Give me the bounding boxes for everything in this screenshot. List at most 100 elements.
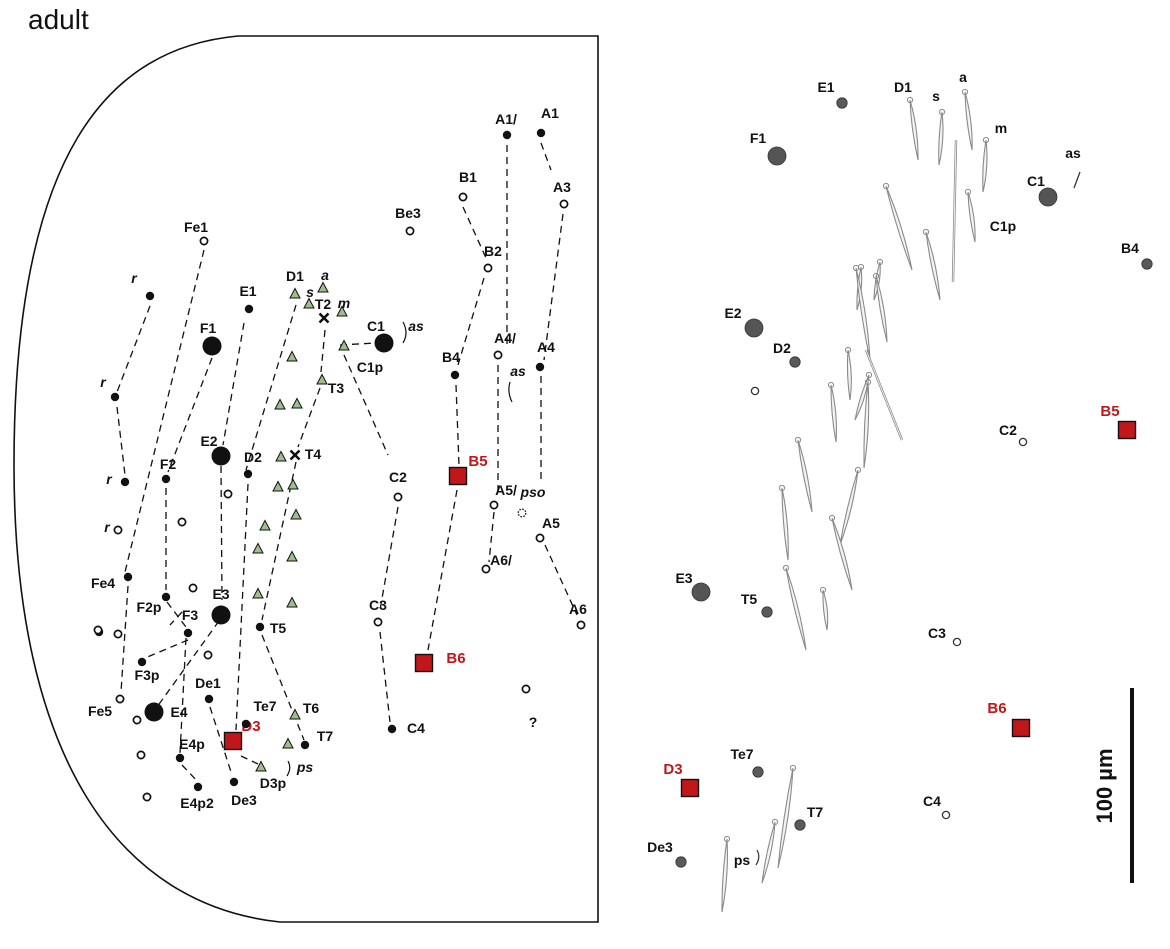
right-macroseta-body-16 bbox=[839, 469, 859, 546]
figure-title: adult bbox=[28, 4, 89, 35]
left-chaeta-e3 bbox=[211, 605, 231, 625]
left-link-32 bbox=[144, 639, 189, 659]
left-link-12 bbox=[379, 631, 391, 723]
left-label-c1: C1 bbox=[367, 318, 385, 334]
right-chaeta-b6 bbox=[1011, 718, 1031, 738]
left-chaeta-fe5 bbox=[115, 694, 125, 704]
left-link-9 bbox=[455, 384, 460, 466]
left-label-a3: A3 bbox=[553, 179, 571, 195]
right-label-c4: C4 bbox=[923, 793, 941, 809]
right-macroseta-body-12 bbox=[830, 384, 837, 443]
right-macroseta-body-13 bbox=[854, 374, 870, 421]
right-macroseta-15 bbox=[794, 436, 813, 513]
right-label-c2: C2 bbox=[999, 422, 1017, 438]
right-chaeta-c3 bbox=[952, 637, 962, 647]
left-label-c1p: C1p bbox=[357, 359, 383, 375]
left-chaeta-t2 bbox=[318, 312, 330, 324]
left-label-s: s bbox=[306, 284, 314, 300]
left-chaeta-extra-17 bbox=[317, 281, 329, 293]
right-chaeta-b5 bbox=[1117, 420, 1137, 440]
right-macroseta-11 bbox=[844, 346, 852, 401]
right-label-te7: Te7 bbox=[730, 746, 753, 762]
right-chaeta-t7 bbox=[794, 819, 806, 831]
left-label-as-c1: as bbox=[408, 318, 424, 334]
left-link-23 bbox=[220, 465, 223, 601]
right-chaeta-e2 bbox=[744, 318, 764, 338]
left-label-a1p: A1/ bbox=[495, 111, 517, 127]
right-label-f1: F1 bbox=[750, 130, 767, 146]
right-sensillum-core-0 bbox=[952, 139, 957, 283]
right-macroseta-socket-23 bbox=[723, 835, 731, 843]
left-label-m: m bbox=[338, 295, 350, 311]
right-macroseta-16 bbox=[839, 466, 862, 546]
left-chaeta-extra-25 bbox=[290, 508, 302, 520]
left-link-19 bbox=[245, 304, 297, 471]
left-link-22 bbox=[222, 322, 245, 446]
left-label-be3: Be3 bbox=[395, 205, 421, 221]
left-link-7 bbox=[462, 206, 487, 259]
right-macroseta-14 bbox=[863, 378, 872, 469]
right-macroseta-body-21 bbox=[777, 767, 794, 869]
left-link-10 bbox=[427, 489, 458, 651]
left-chaeta-t4 bbox=[289, 449, 301, 461]
left-link-14 bbox=[343, 354, 389, 456]
left-chaeta-a4 bbox=[535, 362, 545, 372]
left-label-t6: T6 bbox=[303, 700, 320, 716]
scale-bar-label: 100 µm bbox=[1092, 748, 1117, 823]
right-macroseta-socket-3 bbox=[982, 136, 990, 144]
left-chaeta-extra-30 bbox=[286, 596, 298, 608]
right-chaeta-d3 bbox=[680, 778, 700, 798]
right-chaeta-t5 bbox=[761, 606, 773, 618]
right-macroseta-body-22 bbox=[761, 821, 776, 884]
left-chaeta-te7 bbox=[241, 719, 251, 729]
left-connection-lines bbox=[116, 142, 578, 783]
left-label-t5: T5 bbox=[270, 620, 287, 636]
left-chaeta-a5 bbox=[535, 533, 545, 543]
right-label-c3: C3 bbox=[928, 625, 946, 641]
right-macroseta-body-19 bbox=[785, 567, 807, 651]
right-macroseta-21 bbox=[777, 764, 797, 869]
right-label-d2: D2 bbox=[773, 340, 791, 356]
left-chaeta-c4 bbox=[387, 724, 397, 734]
right-label-d1: D1 bbox=[894, 79, 912, 95]
right-macroseta-body-2 bbox=[964, 91, 973, 151]
left-link-15 bbox=[320, 329, 326, 373]
left-label-r-3: r bbox=[106, 471, 113, 487]
right-macroseta-3 bbox=[982, 136, 990, 193]
right-label-c1p: C1p bbox=[990, 218, 1016, 234]
left-chaeta-de3 bbox=[229, 777, 239, 787]
right-macroseta-12 bbox=[827, 381, 837, 443]
left-link-8 bbox=[457, 277, 485, 366]
right-macroseta-9 bbox=[852, 264, 871, 361]
left-chaeta-extra-1 bbox=[110, 392, 120, 402]
left-label-f2: F2 bbox=[160, 456, 177, 472]
left-link-18 bbox=[261, 634, 305, 741]
left-arc-0 bbox=[402, 321, 407, 344]
left-chaeta-b5 bbox=[448, 466, 468, 486]
right-chaeta-e1 bbox=[836, 97, 848, 109]
right-macroseta-body-23 bbox=[721, 838, 728, 913]
left-chaeta-extra-28 bbox=[286, 550, 298, 562]
left-link-1 bbox=[540, 142, 552, 171]
left-chaeta-extra-24 bbox=[287, 478, 299, 490]
right-macroseta-20 bbox=[819, 586, 829, 631]
left-chaeta-extra-22 bbox=[275, 450, 287, 462]
left-link-30 bbox=[156, 620, 220, 708]
right-macroseta-4 bbox=[964, 188, 976, 243]
left-chaeta-extra-18 bbox=[336, 305, 348, 317]
right-label-e2: E2 bbox=[724, 305, 741, 321]
left-label-d1: D1 bbox=[286, 268, 304, 284]
right-macroseta-socket-9 bbox=[852, 264, 860, 272]
right-arc-as bbox=[1073, 171, 1081, 189]
left-chaeta-extra-16 bbox=[303, 297, 315, 309]
left-chaeta-extra-5 bbox=[223, 489, 233, 499]
left-chaeta-fe4 bbox=[123, 572, 133, 582]
left-label-a4: A4 bbox=[537, 339, 555, 355]
left-chaeta-d3 bbox=[223, 731, 243, 751]
left-link-29 bbox=[116, 406, 126, 476]
right-label-c1: C1 bbox=[1027, 173, 1045, 189]
right-macroseta-2 bbox=[961, 88, 973, 151]
left-chaeta-extra-14 bbox=[521, 684, 531, 694]
left-label-r-1: r bbox=[131, 270, 138, 286]
left-label-e3: E3 bbox=[212, 586, 229, 602]
